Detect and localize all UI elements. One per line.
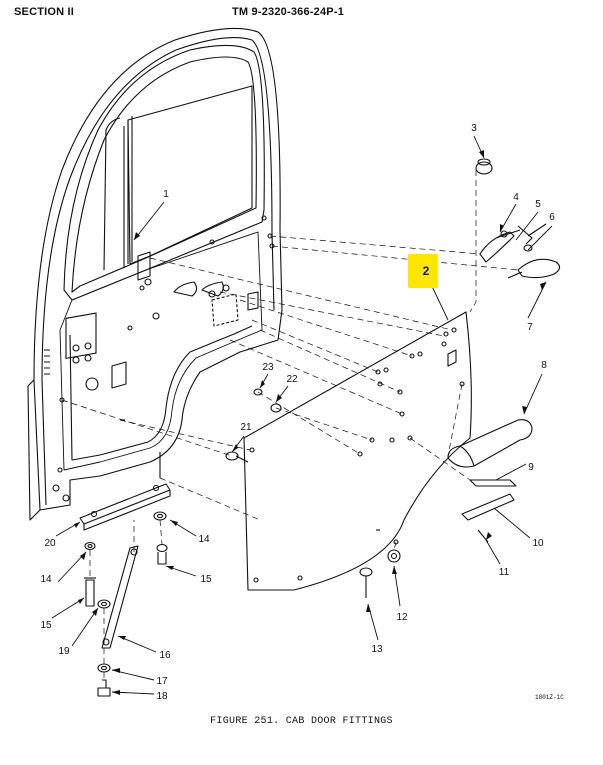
callout-6: 6: [549, 212, 555, 223]
callout-16: 16: [159, 650, 171, 661]
callout-14-left: 14: [40, 574, 52, 585]
drawing-id: 1801Z-1C: [535, 694, 564, 701]
callout-9: 9: [528, 462, 534, 473]
alignment-lines: [61, 170, 519, 680]
callout-5: 5: [535, 199, 541, 210]
callout-18: 18: [156, 691, 168, 702]
callout-13: 13: [371, 644, 383, 655]
callout-15-left: 15: [40, 620, 52, 631]
leader-lines: [51, 135, 553, 695]
callout-23: 23: [262, 362, 274, 373]
callout-20: 20: [44, 538, 56, 549]
callout-3: 3: [471, 123, 477, 134]
callout-1: 1: [163, 189, 169, 200]
hardware-left: [84, 511, 168, 697]
callout-4: 4: [513, 192, 519, 203]
callout-8: 8: [541, 360, 547, 371]
armrest: [447, 419, 533, 521]
handle-parts: [475, 158, 561, 279]
arrowheads: [74, 150, 546, 695]
door-frame: [27, 27, 283, 521]
callout-14-right: 14: [198, 534, 210, 545]
trim-panel: [243, 311, 472, 591]
manual-number: TM 9-2320-366-24P-1: [232, 6, 345, 18]
callout-22: 22: [286, 374, 298, 385]
callout-11: 11: [499, 567, 510, 578]
callout-15-right: 15: [200, 574, 212, 585]
callout-21: 21: [240, 422, 252, 433]
callout-7: 7: [527, 322, 533, 333]
check-arm-bracket: [79, 483, 171, 531]
callout-2: 2: [423, 264, 430, 278]
callout-10: 10: [532, 538, 544, 549]
figure-caption: FIGURE 251. CAB DOOR FITTINGS: [210, 716, 393, 727]
callout-2-highlight-color: [408, 254, 438, 288]
section-label: SECTION II: [14, 6, 75, 18]
callout-17: 17: [156, 676, 168, 687]
callout-numbers: 1 2 3 4 5 6 7 8 9 10 11 12 13 14 14 15 1…: [40, 123, 555, 702]
check-arm: [101, 545, 139, 649]
callout-19: 19: [58, 646, 70, 657]
callout-12: 12: [396, 612, 408, 623]
